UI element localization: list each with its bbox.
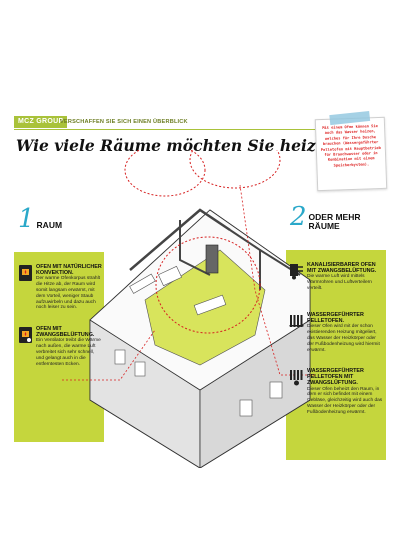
heat-zone [155, 236, 261, 334]
option2-item: WASSERGEFÜHRTER PELLETOFEN MIT ZWANGSLÜF… [289, 368, 384, 416]
option1-panel [14, 252, 104, 442]
option1-number: 1 [18, 204, 35, 234]
option1-item-title: OFEN MIT ZWANGSBELÜFTUNG. [36, 326, 95, 339]
connector-line [60, 329, 156, 381]
interior-wall [129, 208, 231, 271]
interior-wall [179, 220, 211, 276]
note-text: Mit einem Ofen können Sie auch das Wasse… [320, 124, 381, 168]
option2-item-body: Die warme Luft wird mittels Warmrohren u… [307, 274, 372, 291]
option1-item-body: Ein Ventilator treibt die Wärme nach auß… [36, 338, 101, 367]
header-rule [14, 129, 324, 130]
stove-icon [19, 265, 32, 281]
sticky-note: Mit einem Ofen können Sie auch das Wasse… [314, 110, 388, 192]
kitchen-counter [129, 273, 156, 294]
window [114, 349, 126, 365]
heat-zone [124, 150, 206, 197]
stove-fan-icon [19, 327, 32, 343]
tape-decoration [329, 110, 371, 126]
radiator-fan-icon [290, 370, 303, 386]
stove-icon [205, 244, 219, 274]
window [269, 381, 283, 399]
option2-item-body: Dieser Ofen beheizt den Raum, in dem er … [307, 386, 383, 415]
option1-item-body: Der warme Ofenkorpus strahlt die Hitze a… [36, 276, 100, 311]
option1-item: OFEN MIT NATÜRLICHER KONVEKTION. Der war… [18, 264, 102, 311]
option2-item-title: WASSERGEFÜHRTER PELLETOFEN MIT ZWANGSLÜF… [307, 368, 364, 387]
radiator-icon [289, 315, 304, 327]
brand-tag: MCZ GROUP [14, 116, 68, 128]
option1-item: OFEN MIT ZWANGSBELÜFTUNG. Ein Ventilator… [18, 326, 102, 367]
option2-item-body: Dieser Ofen wird mit der schon existiere… [307, 324, 380, 353]
duct-fan-icon [290, 264, 303, 280]
window [134, 361, 146, 377]
sofa [193, 294, 227, 316]
option2-item: KANALISIERBARER OFEN MIT ZWANGSBELÜFTUNG… [289, 262, 384, 292]
table [158, 265, 182, 287]
option2-header: 2 ODER MEHR RÄUME [290, 204, 365, 231]
option2-item-title: WASSERGEFÜHRTER PELLETOFEN. [307, 312, 364, 325]
window [239, 399, 253, 417]
heat-zone [189, 150, 281, 189]
house-illustration [60, 150, 316, 468]
option2-number: 2 [290, 202, 307, 232]
option1-label: RAUM [36, 220, 63, 230]
option1-item-title: OFEN MIT NATÜRLICHER KONVEKTION. [36, 264, 102, 277]
option2-label: ODER MEHR RÄUME [308, 212, 361, 231]
page-title: Wie viele Räume möchten Sie heizen? [16, 136, 346, 155]
header-subtitle: VERSCHAFFEN SIE SICH EINEN ÜBERBLICK [60, 119, 188, 125]
option1-header: 1 RAUM [18, 206, 62, 232]
option2-item: WASSERGEFÜHRTER PELLETOFEN. Dieser Ofen … [289, 312, 384, 353]
connector-line [239, 184, 316, 376]
option2-item-title: KANALISIERBARER OFEN MIT ZWANGSBELÜFTUNG… [307, 262, 377, 275]
